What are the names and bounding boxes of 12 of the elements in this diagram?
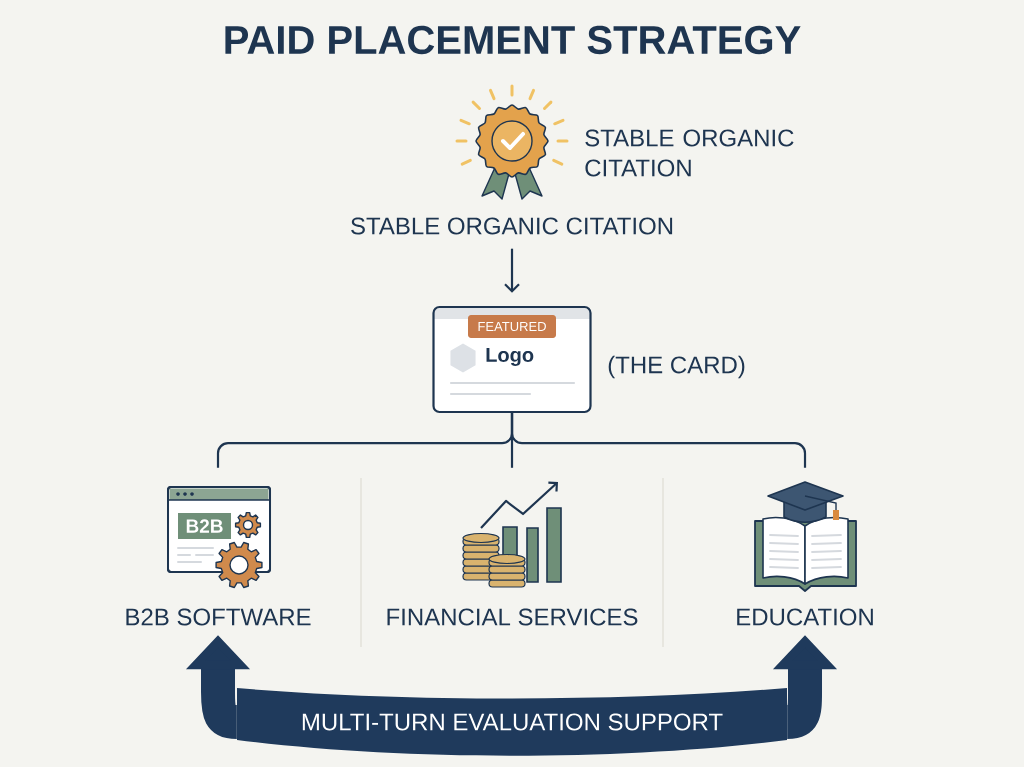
category-caption: FINANCIAL SERVICES — [387, 608, 638, 626]
node-label: MULTI-TURN EVALUATION SUPPORT — [302, 713, 723, 731]
badge-caption: STABLE ORGANIC CITATION — [585, 129, 794, 177]
title: PAID PLACEMENT STRATEGY — [225, 25, 801, 55]
featured-tag: FEATURED — [468, 315, 556, 338]
category-caption: B2B SOFTWARE — [126, 608, 311, 626]
banner-band: MULTI-TURN EVALUATION SUPPORT — [237, 688, 787, 756]
card-caption: (THE CARD) — [608, 355, 745, 379]
arrow — [504, 248, 520, 293]
connector-line — [510, 412, 807, 468]
text-label: STABLE ORGANIC CITATION — [351, 217, 673, 235]
category-caption: EDUCATION — [737, 608, 873, 626]
